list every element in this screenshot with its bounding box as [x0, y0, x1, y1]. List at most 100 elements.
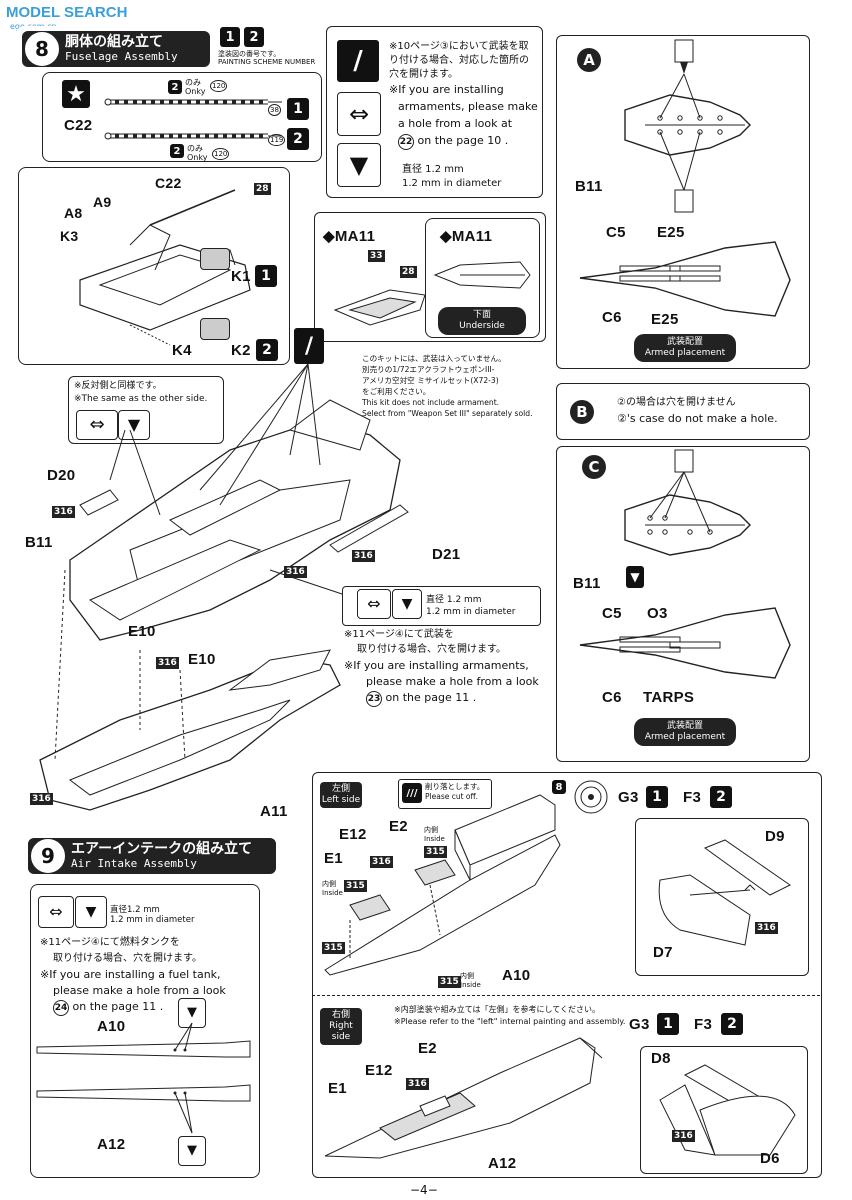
scheme-label-jp: 塗装図の番号です。	[218, 50, 281, 58]
part-k3: K3	[60, 228, 79, 244]
armament-dia-jp: 直径 1.2 mm	[402, 164, 464, 175]
left-ref-315d: 315	[438, 976, 461, 988]
ma11-label-1: ◆MA11	[323, 228, 376, 245]
ref-316-a11: 316	[30, 793, 53, 805]
ref-316-d21: 316	[352, 550, 375, 562]
page-ref-24: 24	[53, 1000, 69, 1016]
cut-note-text: 削り落とします。Please cut off.	[425, 782, 485, 801]
left-g3: G3	[618, 789, 639, 806]
panel-b-box	[556, 383, 810, 440]
arrow-both-icon: ⇔	[337, 92, 381, 136]
armament-note-en-3: a hole from a look at	[398, 117, 513, 130]
ref-316-e10: 316	[156, 657, 179, 669]
scheme-badge-k2: 2	[256, 339, 278, 361]
ref-316-b11: 316	[284, 566, 307, 578]
same-side-jp: ※反対側と同様です。	[74, 381, 162, 391]
step9-en1: ※If you are installing a fuel tank,	[40, 968, 221, 981]
step9-drill-icon-bottom: ▼	[178, 1136, 206, 1166]
right-side-note-en: ※Please refer to the "left" internal pai…	[394, 1017, 626, 1026]
watermark-logo: MODEL SEARCH	[6, 4, 127, 21]
scheme-badge-k1: 1	[255, 265, 277, 287]
same-side-arrow-icon: ⇔	[76, 410, 118, 440]
scheme-badge-c22-1: 1	[287, 98, 309, 120]
hole11-drill-icon: ▼	[392, 589, 422, 619]
fuselage-assembly-drawing	[39, 363, 409, 811]
hole11-arrow-icon: ⇔	[357, 589, 391, 619]
right-side-note-jp: ※内部塗装や組み立ては「左側」を参考にしてください。	[394, 1005, 601, 1014]
ref-28-cockpit: 28	[254, 183, 271, 195]
step8-title-en: Fuselage Assembly	[65, 50, 178, 63]
sides-divider	[312, 995, 820, 996]
panel-a-e25-top: E25	[657, 224, 685, 241]
only-badge-top: 2	[168, 80, 182, 94]
left-e1: E1	[324, 850, 343, 867]
right-f3: F3	[694, 1016, 713, 1033]
panel-c-b11: B11	[573, 575, 601, 592]
step9-intake-drawing	[36, 1022, 251, 1134]
armament-dia-en: 1.2 mm in diameter	[402, 178, 502, 189]
panel-a-c5: C5	[606, 224, 626, 241]
kit-note: このキットには、武装は入っていません。 別売りの1/72エアクラフトウェポンII…	[362, 354, 533, 418]
hole11-en1: ※If you are installing armaments,	[344, 659, 529, 672]
left-ref-316a: 316	[370, 856, 393, 868]
hole11-jp2: 取り付ける場合、穴を開けます。	[357, 644, 506, 655]
step9-en2: please make a hole from a look	[53, 984, 226, 997]
ref-33: 33	[368, 250, 385, 262]
right-d8: D8	[651, 1050, 671, 1067]
panel-a-b11: B11	[575, 178, 603, 195]
panel-b-jp: ②の場合は穴を開けません	[617, 397, 736, 408]
part-k1: K1	[231, 268, 251, 285]
step8-number: 8	[25, 32, 59, 66]
right-intake-drawing	[324, 1037, 603, 1159]
panel-b-en: ②'s case do not make a hole.	[617, 412, 778, 425]
left-scheme-1: 1	[646, 786, 668, 808]
panel-c-tarps: TARPS	[643, 689, 695, 706]
right-ref-316b: 316	[672, 1130, 695, 1142]
scheme-label-en: PAINTING SCHEME NUMBER	[218, 58, 316, 66]
scheme-badge-1: 1	[220, 27, 240, 47]
panel-a-fuselage-top	[624, 39, 751, 213]
left-f3: F3	[683, 789, 702, 806]
right-d6: D6	[760, 1150, 780, 1167]
left-scheme-2: 2	[710, 786, 732, 808]
part-k4: K4	[172, 342, 192, 359]
d6-d8-drawing	[659, 1064, 796, 1156]
page-number: −4−	[410, 1183, 438, 1197]
armament-note-en-1: ※If you are installing	[389, 83, 504, 96]
hole11-dia-jp: 直径 1.2 mm	[426, 595, 482, 605]
left-intake-drawing	[324, 794, 561, 976]
step9-arrow-icon: ⇔	[38, 896, 74, 928]
step9-title-jp: エアーインテークの組み立て	[71, 841, 253, 857]
step9-jp1: ※11ページ④にて燃料タンクを	[40, 937, 180, 948]
armament-note-jp: ※10ページ③において武装を取り付ける場合、対応した箇所の穴を開けます。	[389, 41, 529, 80]
only-badge-bottom: 2	[170, 144, 184, 158]
part-e10-right: E10	[188, 651, 216, 668]
ma11-underside-drawing	[433, 261, 531, 289]
part-k2: K2	[231, 342, 251, 359]
panel-a-planform	[579, 241, 791, 317]
panel-a-letter: A	[577, 48, 601, 72]
armament-note-en-2: armaments, please make	[398, 100, 538, 113]
ref-38: 38	[268, 104, 281, 116]
hole11-en2: please make a hole from a look	[366, 675, 539, 688]
right-ref-316a: 316	[406, 1078, 429, 1090]
right-e12: E12	[365, 1062, 393, 1079]
step8-title-jp: 胴体の組み立て	[65, 34, 163, 50]
hole11-dia-en: 1.2 mm in diameter	[426, 607, 516, 617]
part-a8: A8	[64, 205, 83, 221]
hole11-jp1: ※11ページ④にて武装を	[344, 629, 454, 640]
left-e2: E2	[389, 818, 408, 835]
page-ref-23: 23	[366, 691, 382, 707]
ma11-side-drawing	[333, 289, 426, 326]
ref-28-ma11: 28	[400, 266, 417, 278]
page-ref-22: 22	[398, 134, 414, 150]
part-b11-main: B11	[25, 534, 53, 551]
step9-jp2: 取り付ける場合、穴を開けます。	[53, 953, 202, 964]
same-side-en: ※The same as the other side.	[74, 394, 208, 404]
